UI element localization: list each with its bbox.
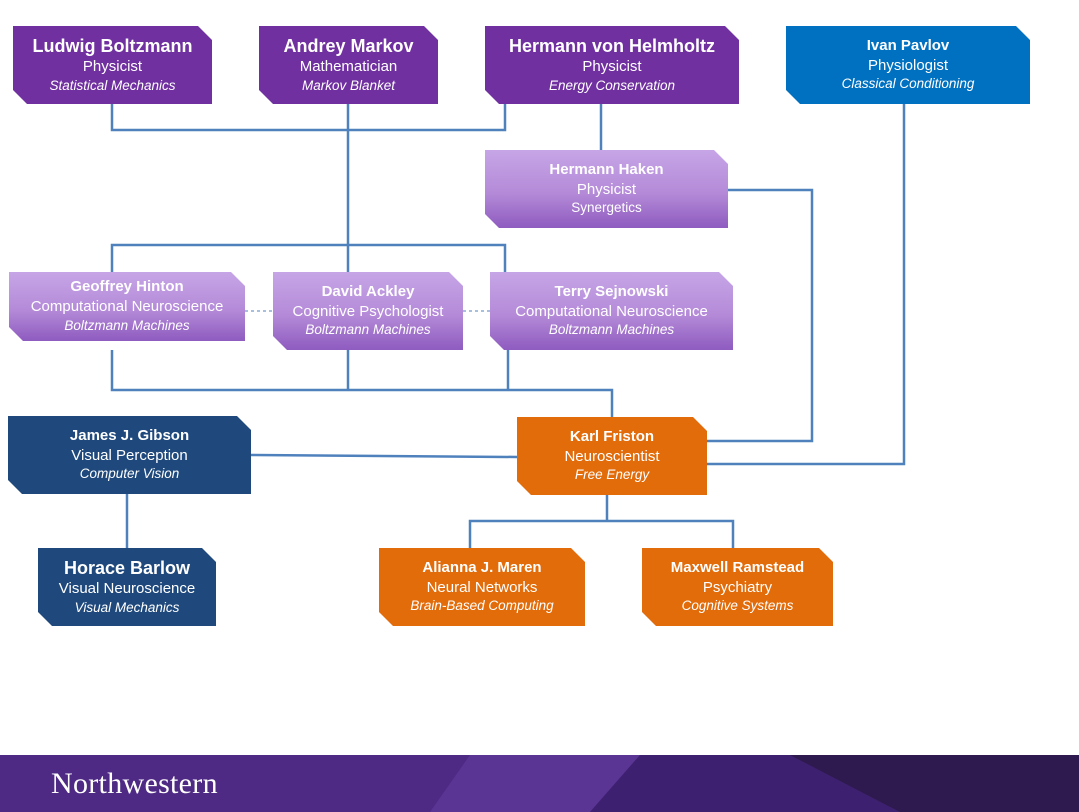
node-name: Andrey Markov xyxy=(283,35,414,56)
connector-generation-bar xyxy=(110,243,507,272)
node-name: David Ackley xyxy=(321,282,415,300)
connector-boltzmann-markov-helmholtz xyxy=(110,104,507,132)
node-name: James J. Gibson xyxy=(69,426,190,444)
node-role: Physiologist xyxy=(867,56,949,74)
node-area: Markov Blanket xyxy=(301,77,396,93)
northwestern-logo: Northwestern xyxy=(51,767,218,800)
node-area: Synergetics xyxy=(571,200,642,216)
node-pavlov: Ivan Pavlov Physiologist Classical Condi… xyxy=(786,26,1030,104)
connector-haken-friston xyxy=(707,188,814,443)
node-role: Mathematician xyxy=(299,58,398,76)
node-name: Ludwig Boltzmann xyxy=(32,35,193,56)
node-area: Boltzmann Machines xyxy=(64,317,190,333)
node-ramstead: Maxwell Ramstead Psychiatry Cognitive Sy… xyxy=(642,548,833,626)
connector-layer xyxy=(110,104,906,548)
node-role: Cognitive Psychologist xyxy=(292,302,444,320)
node-role: Physicist xyxy=(582,58,642,76)
node-name: Horace Barlow xyxy=(63,557,191,578)
footer-shapes xyxy=(430,755,1079,812)
node-name: Alianna J. Maren xyxy=(422,558,542,576)
node-role: Neural Networks xyxy=(426,578,538,596)
node-markov: Andrey Markov Mathematician Markov Blank… xyxy=(259,26,438,104)
node-maren: Alianna J. Maren Neural Networks Brain-B… xyxy=(379,548,585,626)
footer-banner: Northwestern xyxy=(0,755,1079,812)
node-area: Classical Conditioning xyxy=(841,76,975,92)
node-role: Visual Neuroscience xyxy=(58,580,196,598)
node-name: Ivan Pavlov xyxy=(866,36,950,54)
node-name: Hermann Haken xyxy=(549,160,664,178)
node-area: Boltzmann Machines xyxy=(305,322,431,338)
node-name: Maxwell Ramstead xyxy=(670,558,805,576)
node-role: Visual Perception xyxy=(71,446,188,464)
node-name: Geoffrey Hinton xyxy=(70,278,184,296)
node-sejnowski: Terry Sejnowski Computational Neuroscien… xyxy=(490,272,733,350)
connector-hinton-friston xyxy=(110,350,614,417)
node-haken: Hermann Haken Physicist Synergetics xyxy=(485,150,728,228)
node-role: Computational Neuroscience xyxy=(30,298,224,316)
node-role: Computational Neuroscience xyxy=(515,302,708,320)
node-hinton: Geoffrey Hinton Computational Neuroscien… xyxy=(9,272,245,341)
node-area: Cognitive Systems xyxy=(681,598,794,614)
node-friston: Karl Friston Neuroscientist Free Energy xyxy=(517,417,707,495)
node-name: Terry Sejnowski xyxy=(554,282,669,300)
node-role: Neuroscientist xyxy=(564,447,660,465)
node-role: Psychiatry xyxy=(702,578,773,596)
node-name: Karl Friston xyxy=(569,427,655,445)
connector-pavlov-friston xyxy=(707,104,906,466)
node-helmholtz: Hermann von Helmholtz Physicist Energy C… xyxy=(485,26,739,104)
node-area: Energy Conservation xyxy=(548,77,676,93)
connector-gibson-friston xyxy=(250,453,518,459)
node-area: Statistical Mechanics xyxy=(49,77,176,93)
node-name: Hermann von Helmholtz xyxy=(508,35,716,56)
node-role: Physicist xyxy=(82,58,143,76)
node-role: Physicist xyxy=(576,180,637,198)
node-gibson: James J. Gibson Visual Perception Comput… xyxy=(8,416,251,494)
node-boltzmann: Ludwig Boltzmann Physicist Statistical M… xyxy=(13,26,212,104)
node-barlow: Horace Barlow Visual Neuroscience Visual… xyxy=(38,548,216,626)
node-area: Computer Vision xyxy=(79,466,180,482)
node-area: Boltzmann Machines xyxy=(548,322,675,338)
node-ackley: David Ackley Cognitive Psychologist Bolt… xyxy=(273,272,463,350)
node-area: Visual Mechanics xyxy=(74,599,180,615)
connector-friston-students xyxy=(468,495,735,548)
node-area: Free Energy xyxy=(574,467,650,483)
node-area: Brain-Based Computing xyxy=(410,598,554,614)
